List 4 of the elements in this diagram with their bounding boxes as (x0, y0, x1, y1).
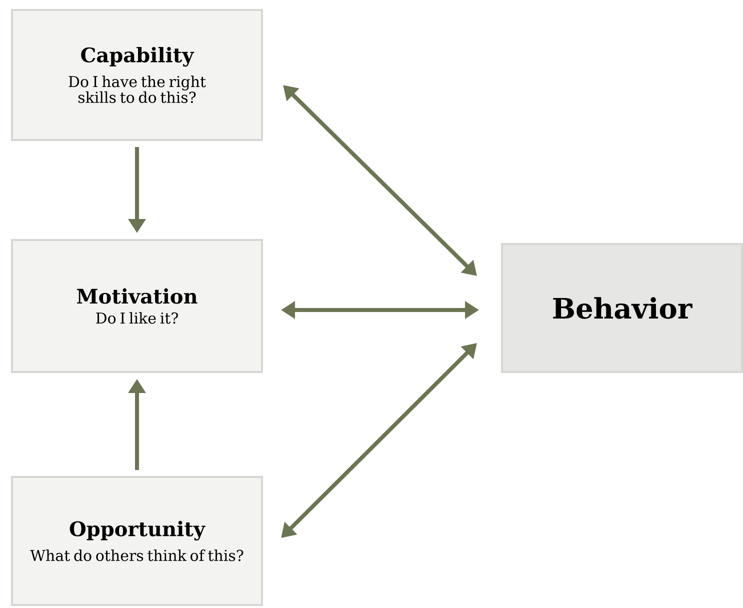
factor-box: Opportunity What do others think of this? (11, 476, 263, 606)
factor-box: Motivation Do I like it? (11, 239, 263, 373)
factor-box: Capability Do I have the right skills to do this? (11, 9, 263, 141)
behavior-box: Behavior (501, 243, 743, 373)
